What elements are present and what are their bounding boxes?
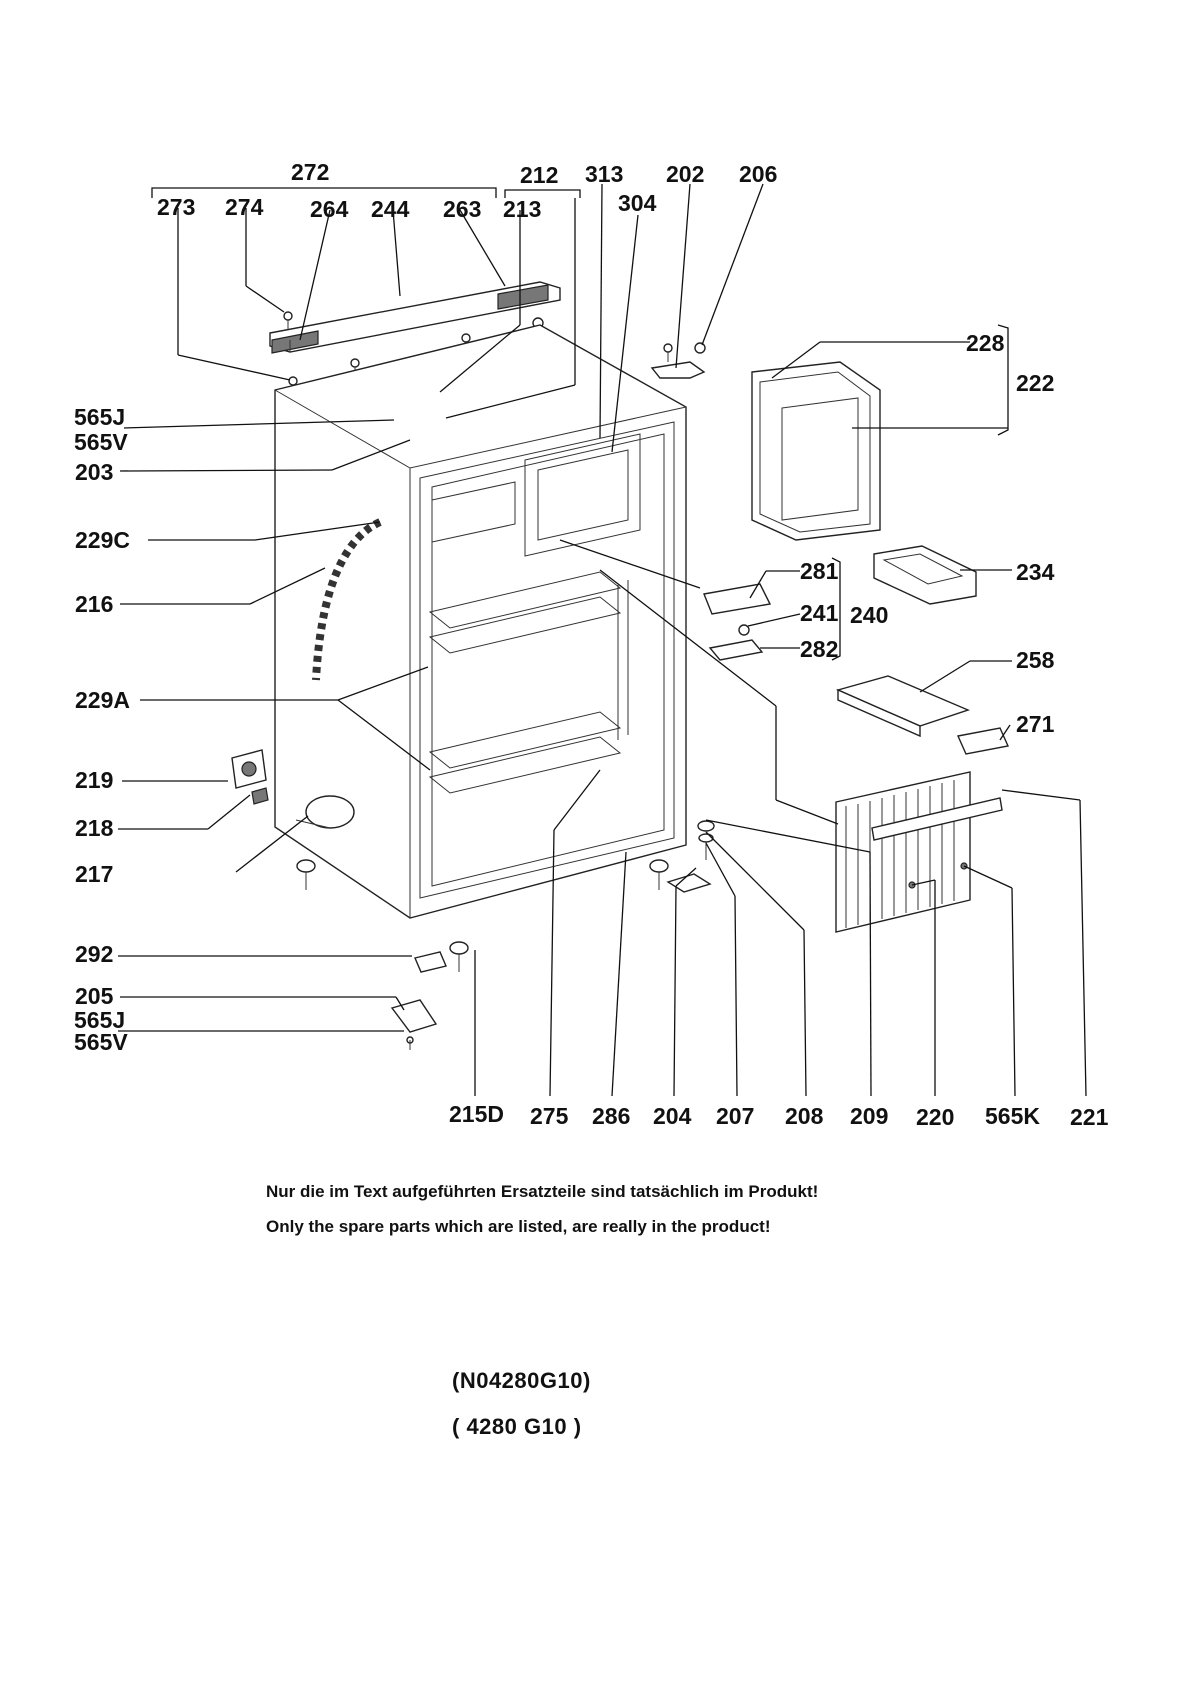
model-code: (N04280G10) [452,1368,591,1393]
part-label-208: 208 [785,1103,824,1129]
part-label-229C: 229C [75,527,130,553]
part-label-217: 217 [75,861,114,887]
part-label-228: 228 [966,330,1005,356]
part-label-304: 304 [618,190,657,216]
part-label-281: 281 [800,558,839,584]
bottom-hinges [390,820,715,1050]
top-hinge-right [650,361,706,379]
part-label-272: 272 [291,159,330,185]
part-label-215D: 215D [449,1101,504,1127]
part-label-258: 258 [1016,647,1055,673]
part-label-565V-top: 565V [74,429,128,455]
part-label-286: 286 [592,1103,631,1129]
part-label-221: 221 [1070,1104,1109,1130]
part-label-209: 209 [850,1103,889,1129]
top-cover-bar [269,281,561,354]
evaporator-grille [835,771,1003,933]
part-label-565K: 565K [985,1103,1040,1129]
part-label-282: 282 [800,636,839,662]
part-label-264: 264 [310,196,349,222]
part-label-263: 263 [443,196,482,222]
part-label-205: 205 [75,983,114,1009]
part-label-222: 222 [1016,370,1055,396]
feet [296,859,669,972]
side-parts [231,749,355,829]
part-label-218: 218 [75,815,114,841]
bracket-272 [151,187,497,198]
part-label-206: 206 [739,161,778,187]
part-label-216: 216 [75,591,114,617]
part-label-204: 204 [653,1103,692,1129]
part-label-220: 220 [916,1104,955,1130]
bracket-222 [997,324,1009,436]
part-label-234: 234 [1016,559,1055,585]
part-label-565V-bottom: 565V [74,1029,128,1055]
part-label-229A: 229A [75,687,130,713]
part-label-313: 313 [585,161,624,187]
note-german: Nur die im Text aufgeführten Ersatzteile… [266,1182,819,1201]
part-label-203: 203 [75,459,114,485]
bracket-212 [504,189,581,198]
part-label-273: 273 [157,194,196,220]
part-label-241: 241 [800,600,839,626]
bracket-240 [831,557,841,661]
ice-tray [873,545,977,605]
part-label-213: 213 [503,196,542,222]
refrigerator-cabinet [274,324,687,919]
part-label-565J-bottom: 565J [74,1007,126,1033]
part-label-271: 271 [1016,711,1055,737]
part-label-244: 244 [371,196,410,222]
part-label-274: 274 [225,194,264,220]
freezer-door [751,361,881,541]
part-label-202: 202 [666,161,705,187]
part-label-275: 275 [530,1103,569,1129]
part-label-565J-top: 565J [74,404,126,430]
part-label-212: 212 [520,162,559,188]
part-label-207: 207 [716,1103,755,1129]
drain-hose [312,518,382,681]
leader-lines [118,183,1087,1097]
note-english: Only the spare parts which are listed, a… [266,1217,771,1236]
part-label-240: 240 [850,602,889,628]
part-label-292: 292 [75,941,114,967]
model-short-code: ( 4280 G10 ) [452,1414,582,1439]
crisper-cover [835,675,1009,755]
part-label-219: 219 [75,767,114,793]
